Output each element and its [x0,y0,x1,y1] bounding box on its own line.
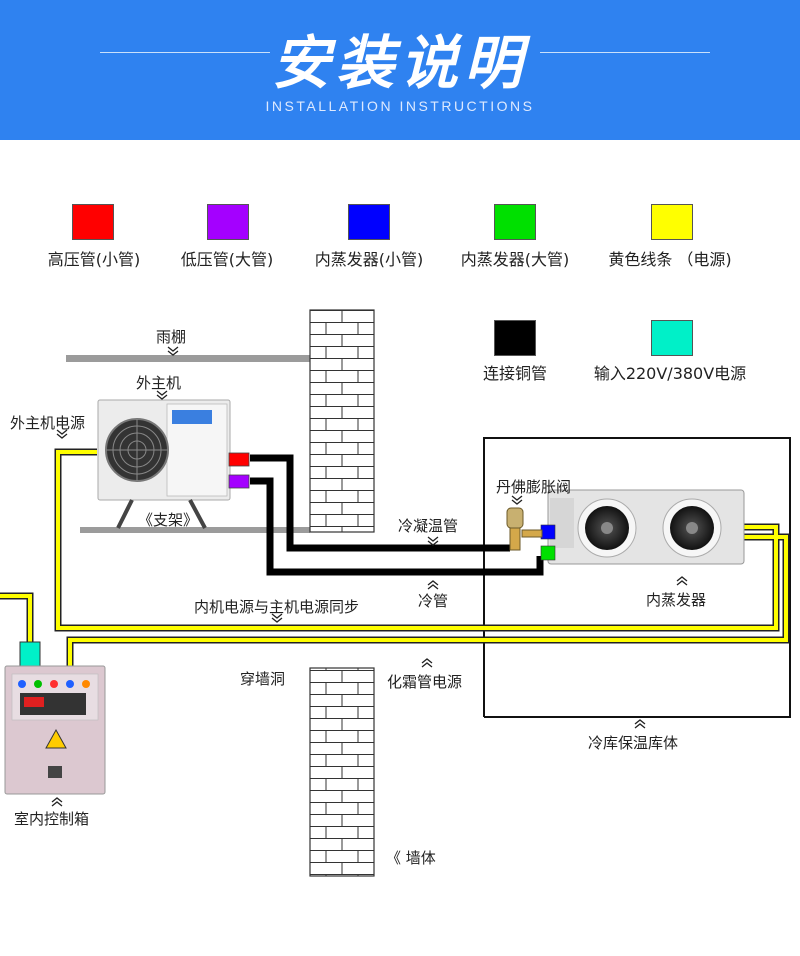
page-subtitle: INSTALLATION INSTRUCTIONS [265,98,535,114]
header-line-left [100,52,270,53]
canopy-bar [66,355,310,362]
label-wall: 《 墙体 [386,849,436,867]
brick-wall-upper [309,309,375,533]
evap-small-port [540,524,556,540]
header-banner: 安装说明 INSTALLATION INSTRUCTIONS [0,0,800,140]
label-stand: 《支架》 [138,511,199,529]
label-cold-pipe: 冷管 [418,592,449,610]
legend-label-evap-large: 内蒸发器(大管) [460,250,570,269]
label-condensate-pipe: 冷凝温管 [398,517,459,535]
low-pressure-port [228,474,250,489]
expansion-valve [506,507,543,551]
label-evaporator: 内蒸发器 [646,591,707,609]
legend-swatch-high-pressure [72,204,114,240]
outdoor-unit [97,399,250,529]
legend-swatch-input-power [651,320,693,356]
control-box-graphic [4,641,106,795]
evap-large-port [540,545,556,561]
page-title: 安装说明 [271,29,528,97]
legend-label-high-pressure: 高压管(小管) [47,250,141,269]
label-outdoor-unit: 外主机 [136,374,182,392]
legend-swatch-low-pressure [207,204,249,240]
legend-label-copper: 连接铜管 [482,364,547,383]
legend-label-evap-small: 内蒸发器(小管) [314,250,424,269]
label-control-box: 室内控制箱 [14,810,90,828]
legend-label-power: 黄色线条 （电源) [608,250,732,269]
evaporator-unit [540,489,745,565]
label-canopy: 雨棚 [156,328,187,346]
power-lines [0,448,790,667]
stand-bar [80,527,310,533]
label-defrost-power: 化霜管电源 [387,673,463,691]
legend-label-input-power: 输入220V/380V电源 [593,364,747,383]
brick-wall-lower [309,667,375,877]
legend-swatch-power [651,204,693,240]
label-wall-hole: 穿墙洞 [240,670,286,688]
legend-swatch-copper [494,320,536,356]
installation-diagram [0,309,791,877]
cold-room-outline [483,437,791,718]
input-power-terminal [19,641,41,667]
label-cold-room: 冷库保温库体 [588,734,679,752]
legend-swatch-evap-small [348,204,390,240]
label-expansion-valve: 丹佛膨胀阀 [496,478,572,496]
header-line-right [540,52,710,53]
label-outdoor-power: 外主机电源 [10,414,86,432]
copper-pipes [250,454,544,576]
legend-swatch-evap-large [494,204,536,240]
high-pressure-port [228,452,250,467]
label-sync-power: 内机电源与主机电源同步 [194,598,360,616]
legend-label-low-pressure: 低压管(大管) [180,250,274,269]
label-chevrons [51,346,688,807]
